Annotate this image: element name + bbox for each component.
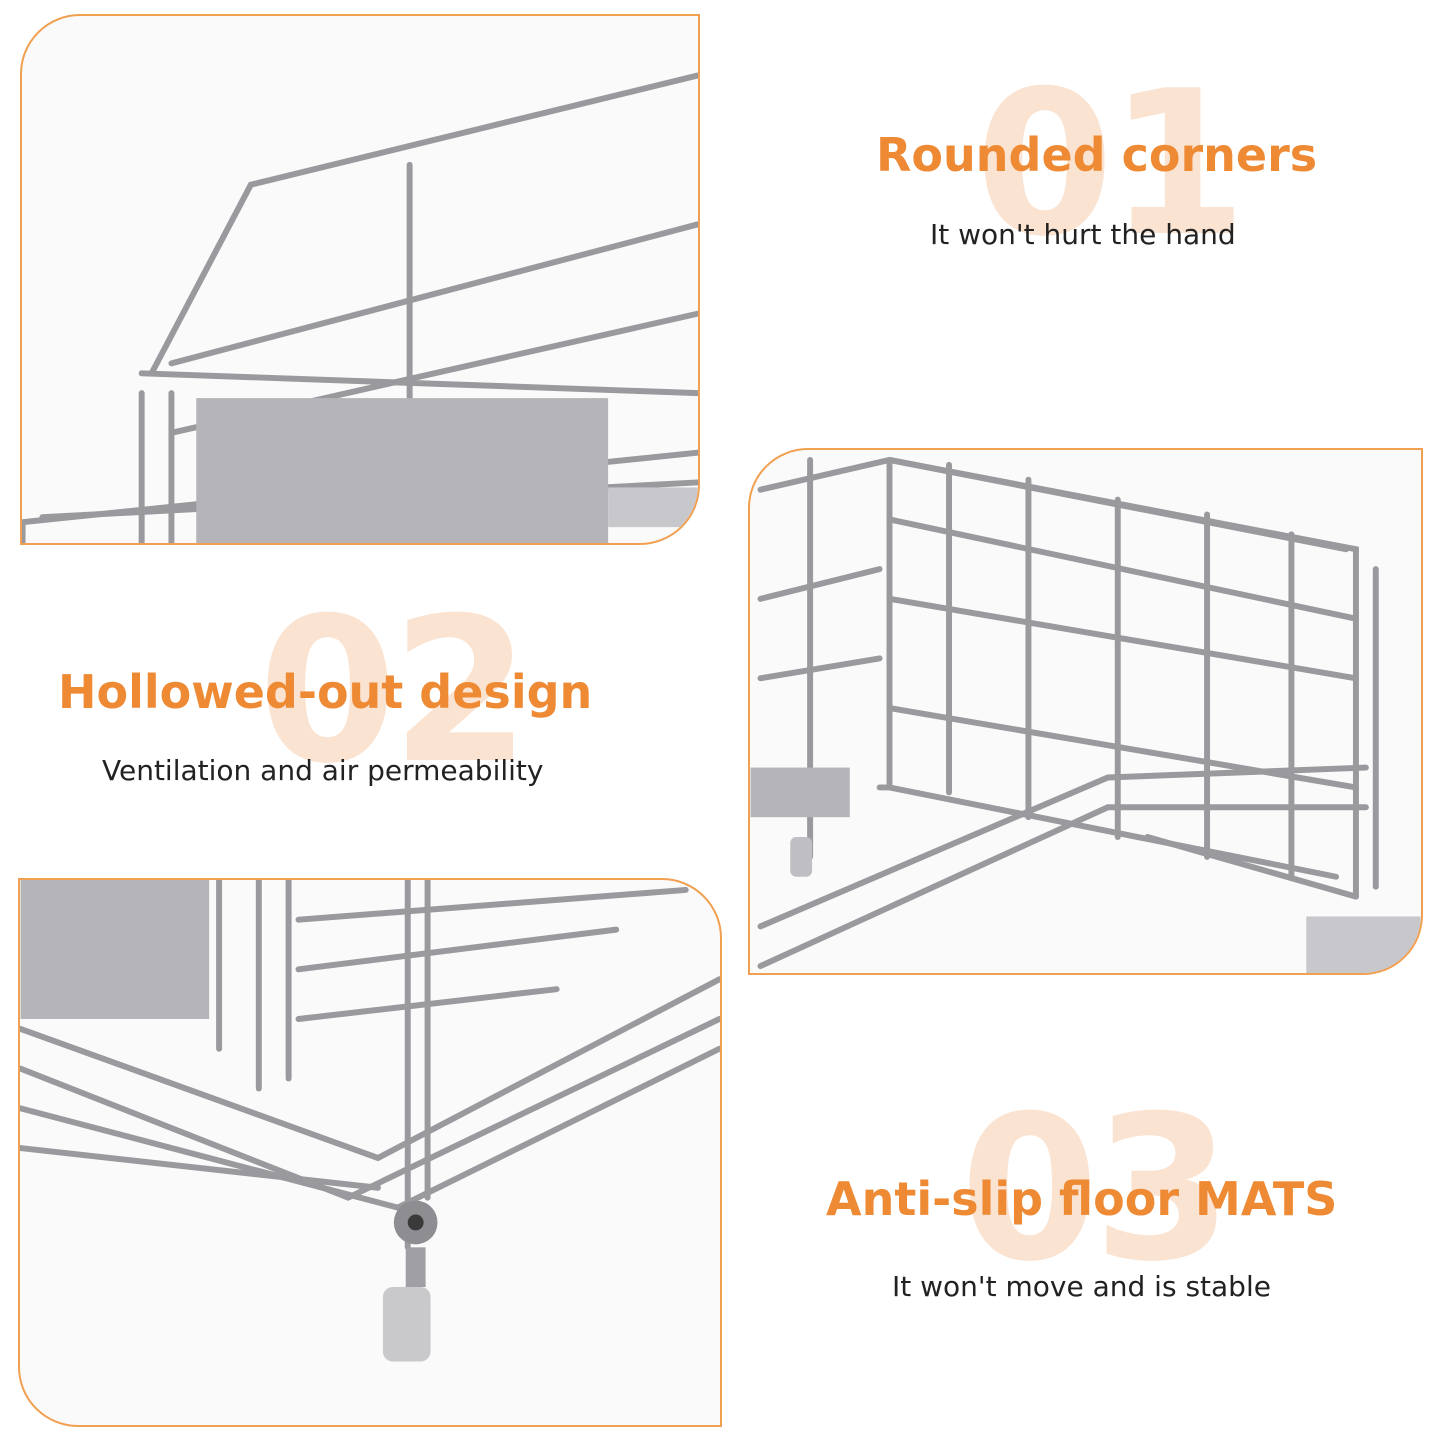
rounded-corner-photo [20,14,700,545]
wire-basket-illustration [750,456,1421,973]
wire-basket-corner-illustration [22,72,698,543]
feature-subtitle-3: It won't move and is stable [892,1270,1271,1303]
feature-subtitle-1: It won't hurt the hand [930,218,1236,251]
feature-title-3: Anti-slip floor MATS [826,1172,1338,1226]
feature-title-1: Rounded corners [876,128,1318,182]
feature-number-1: 01 [975,48,1247,281]
hollowed-basket-photo [748,448,1423,975]
feature-subtitle-2: Ventilation and air permeability [102,754,544,787]
feature-number-3: 03 [960,1073,1232,1306]
anti-slip-mats-photo [18,878,722,1427]
feature-number-2: 02 [258,575,530,808]
feature-title-2: Hollowed-out design [58,665,593,719]
wire-basket-foot-illustration [20,880,720,1362]
